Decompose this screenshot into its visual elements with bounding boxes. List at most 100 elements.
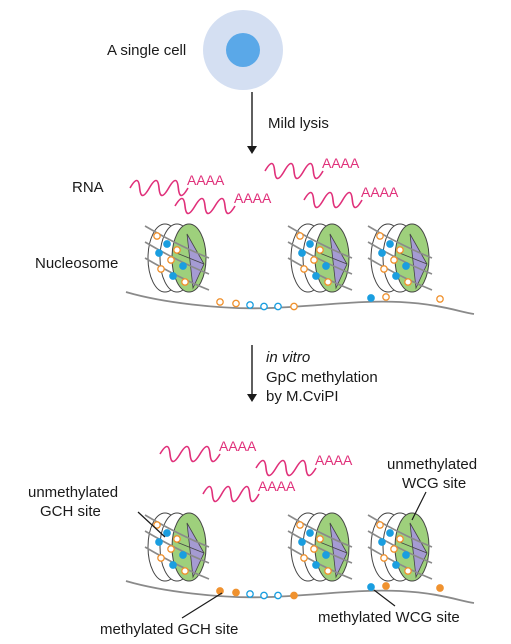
dna-wrap [367, 241, 433, 275]
gch-site [376, 232, 384, 240]
linker-gch-site [216, 587, 224, 595]
gch-site [376, 521, 384, 529]
gch-site [324, 567, 332, 575]
histone-divider [396, 251, 428, 265]
rna-label: RNA [72, 179, 104, 196]
lysis-label: Mild lysis [268, 115, 329, 132]
gch-site [157, 265, 165, 273]
chromatin-after [125, 512, 475, 604]
methylation-arrowhead [247, 394, 257, 402]
linker-wcg-site [274, 591, 282, 600]
linker-wcg-site [246, 590, 254, 598]
unmethylated-gch-label-line1: unmethylated [28, 484, 118, 501]
linker-wcg-site [274, 302, 282, 311]
linker-gch-site [232, 299, 240, 308]
gch-site [300, 554, 308, 562]
wcg-site [386, 529, 394, 537]
wcg-site [392, 561, 400, 569]
rna-molecule: AAAA [174, 190, 272, 215]
wcg-site [378, 538, 386, 546]
linker-wcg-site [260, 302, 268, 311]
linker-gch-site [216, 298, 224, 306]
wcg-site [179, 551, 187, 559]
wcg-site [322, 262, 330, 270]
gch-site [390, 545, 398, 553]
wcg-site [322, 551, 330, 559]
linker-gch-site [436, 295, 444, 303]
unmethylated-wcg-pointer [411, 491, 427, 521]
rna-strand [159, 445, 221, 463]
wcg-site [312, 561, 320, 569]
gch-site [157, 554, 165, 562]
methylated-wcg-label: methylated WCG site [318, 609, 460, 626]
chromatin-before [125, 223, 475, 315]
wcg-site [312, 272, 320, 280]
poly-a-tail: AAAA [315, 452, 353, 468]
dna-wrap [367, 225, 433, 259]
dna-wrap [287, 546, 353, 580]
dna-wrap [144, 225, 210, 259]
gch-site [173, 246, 181, 254]
single-cell [203, 10, 283, 90]
cell-label: A single cell [107, 42, 186, 59]
rna-strand [129, 179, 189, 197]
gch-site [173, 535, 181, 543]
linker-gch-site [290, 302, 298, 311]
dna-wrap [144, 514, 210, 548]
dna-linker [125, 291, 475, 315]
wcg-site [179, 262, 187, 270]
gch-site [404, 567, 412, 575]
histone-divider [396, 540, 428, 554]
rna-strand [264, 162, 324, 180]
nucleosome [144, 512, 210, 582]
gch-site [310, 256, 318, 264]
wcg-site [306, 240, 314, 248]
rna-molecule: AAAA [303, 184, 399, 209]
poly-a-tail: AAAA [322, 155, 360, 171]
nucleosome [367, 223, 433, 293]
methylated-gch-pointer [181, 592, 223, 619]
cell-nucleus [226, 33, 260, 67]
gch-site [153, 232, 161, 240]
gch-site [167, 545, 175, 553]
gch-site [324, 278, 332, 286]
gch-site [153, 521, 161, 529]
dna-wrap [367, 514, 433, 548]
dna-linker [125, 580, 475, 604]
wcg-site [169, 272, 177, 280]
rna-molecule: AAAA [159, 438, 257, 463]
poly-a-tail: AAAA [219, 438, 257, 454]
nucleosome-label: Nucleosome [35, 255, 118, 272]
gch-site [310, 545, 318, 553]
unmethylated-wcg-label-line2: WCG site [402, 475, 466, 492]
rna-molecule: AAAA [264, 155, 360, 180]
histone-divider [316, 251, 348, 265]
rna-strand [174, 197, 236, 215]
gch-site [380, 265, 388, 273]
methylated-gch-label: methylated GCH site [100, 621, 238, 638]
gch-site [181, 278, 189, 286]
gch-site [300, 265, 308, 273]
linker-wcg-site [246, 301, 254, 309]
gch-site [390, 256, 398, 264]
linker-gch-site [232, 588, 240, 597]
linker-gch-site [382, 582, 390, 590]
unmethylated-gch-pointer [137, 511, 166, 538]
dna-wrap [144, 241, 210, 275]
gch-site [396, 246, 404, 254]
unmethylated-gch-label-line2: GCH site [40, 503, 101, 520]
linker-wcg-site [367, 583, 375, 591]
methylated-wcg-pointer [373, 589, 396, 607]
dna-wrap [287, 225, 353, 259]
wcg-site [378, 249, 386, 257]
rna-molecule: AAAA [202, 478, 296, 503]
rna-strand [255, 459, 317, 477]
dna-wrap [287, 514, 353, 548]
step2-line2: GpC methylation [266, 369, 378, 386]
gch-site [316, 246, 324, 254]
gch-site [296, 232, 304, 240]
nucleosome [287, 223, 353, 293]
wcg-site [298, 249, 306, 257]
nucleosome [367, 512, 433, 582]
